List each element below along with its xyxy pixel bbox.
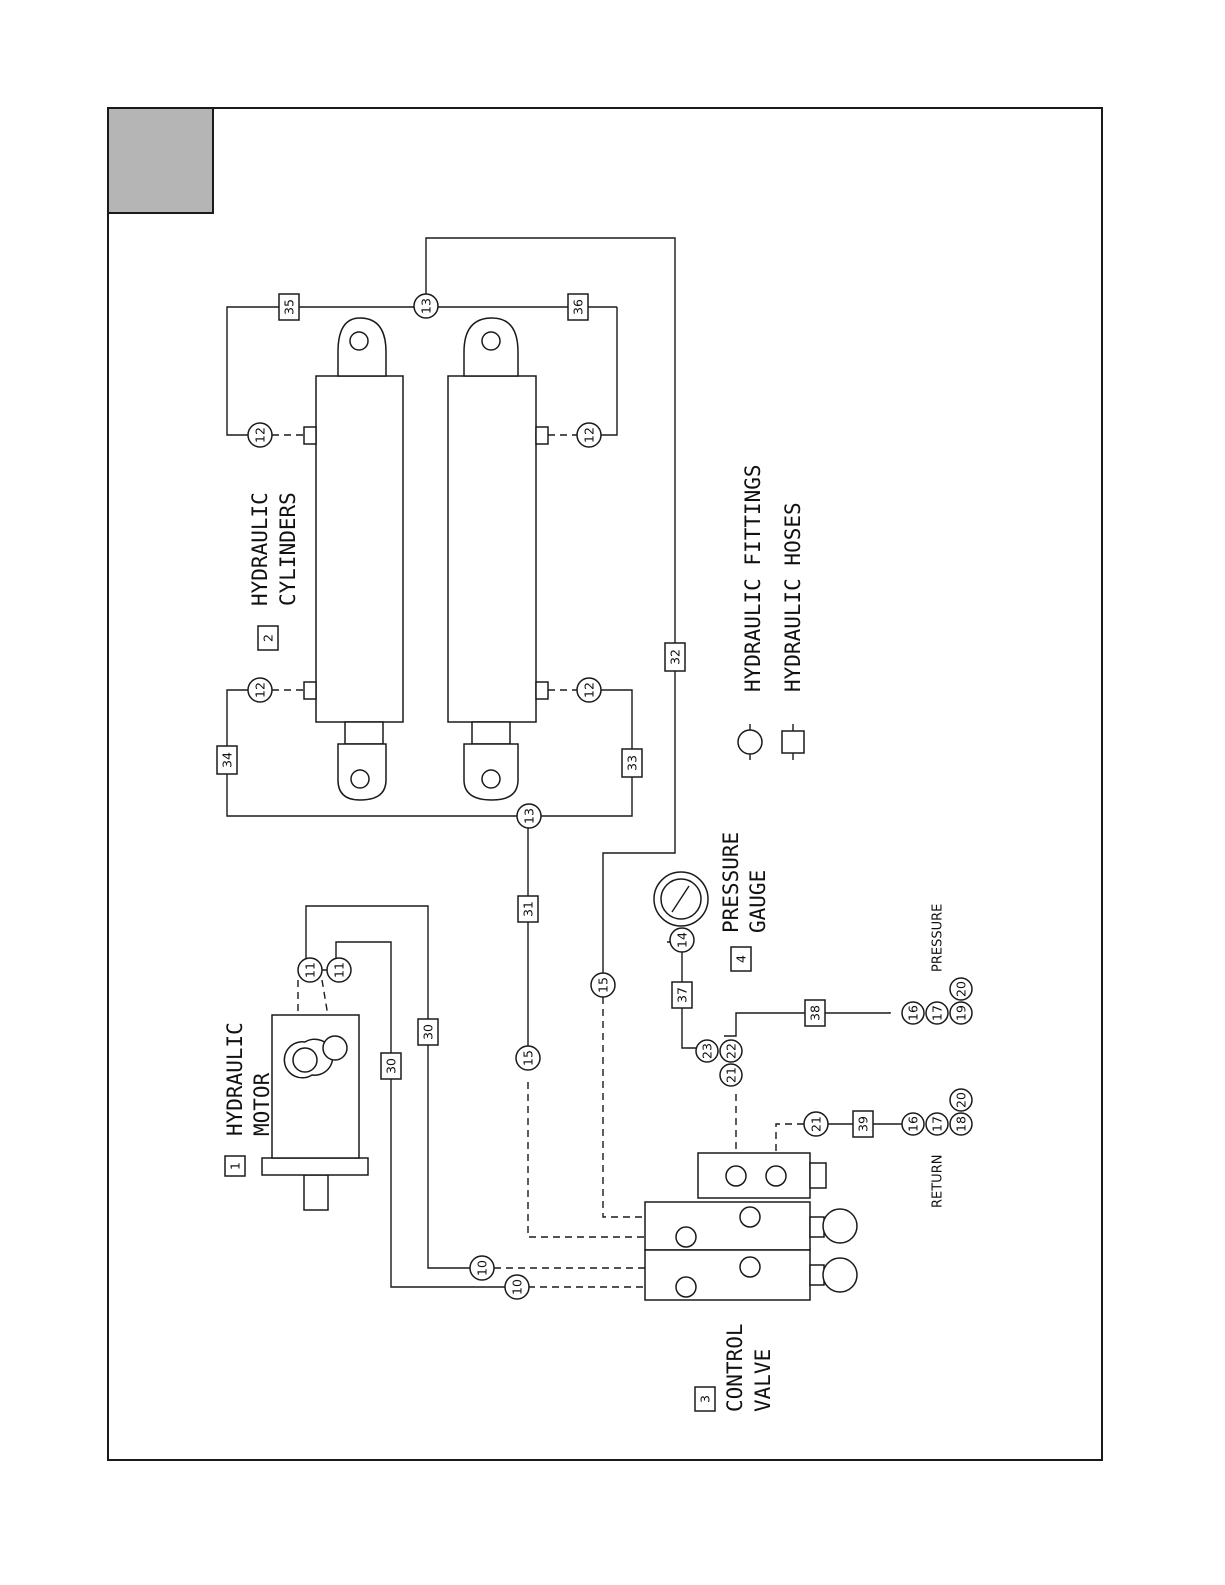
hose-36-label: 36 bbox=[571, 299, 586, 315]
gauge-number: 4 bbox=[734, 955, 749, 963]
fitting-17b: 17 bbox=[926, 1113, 948, 1135]
fitting-15a: 15 bbox=[591, 973, 615, 997]
fitting-12a-label: 12 bbox=[253, 427, 268, 443]
hose-31-label: 31 bbox=[521, 901, 536, 917]
return-label: RETURN bbox=[931, 1155, 946, 1208]
hydraulic-cylinder-1 bbox=[304, 318, 403, 800]
fitting-18-label: 18 bbox=[954, 1116, 969, 1132]
hose-35: 35 bbox=[279, 294, 299, 320]
fitting-21a: 21 bbox=[720, 1064, 742, 1086]
hose-31: 31 bbox=[518, 896, 538, 922]
fitting-21b-label: 21 bbox=[809, 1116, 824, 1132]
motor-label-line2: MOTOR bbox=[250, 1072, 274, 1136]
gauge-label-line1: PRESSURE bbox=[719, 832, 743, 933]
fitting-18: 18 bbox=[950, 1113, 972, 1135]
fitting-10a-label: 10 bbox=[475, 1260, 490, 1276]
fitting-20b: 20 bbox=[950, 1089, 972, 1111]
fitting-legend-icon bbox=[738, 730, 762, 754]
corner-tab bbox=[108, 108, 213, 213]
cylinders-number: 2 bbox=[261, 634, 276, 642]
cylinders-label-line1: HYDRAULIC bbox=[248, 492, 272, 606]
valve-label-line2: VALVE bbox=[751, 1349, 775, 1412]
valve-number: 3 bbox=[698, 1395, 713, 1403]
fitting-11b-label: 11 bbox=[332, 962, 347, 978]
fitting-22-label: 22 bbox=[724, 1043, 739, 1059]
fitting-23: 23 bbox=[696, 1040, 718, 1062]
fitting-12c: 12 bbox=[248, 678, 272, 702]
fitting-14-label: 14 bbox=[675, 932, 690, 948]
hose-30a: 30 bbox=[418, 1019, 438, 1045]
legend-symbols bbox=[738, 724, 804, 760]
hose-38-label: 38 bbox=[808, 1005, 823, 1021]
fitting-15b: 15 bbox=[516, 1046, 540, 1070]
fitting-19-label: 19 bbox=[954, 1005, 969, 1021]
page-frame bbox=[108, 108, 1102, 1460]
fitting-12a: 12 bbox=[248, 423, 272, 447]
fitting-14: 14 bbox=[670, 928, 694, 952]
fitting-10a: 10 bbox=[470, 1256, 494, 1280]
fitting-17a: 17 bbox=[926, 1002, 948, 1024]
fitting-16a-label: 16 bbox=[906, 1005, 921, 1021]
hose-39: 39 bbox=[853, 1111, 873, 1137]
hose-38: 38 bbox=[805, 1000, 825, 1026]
hose-30b-label: 30 bbox=[384, 1058, 399, 1074]
fitting-17a-label: 17 bbox=[930, 1005, 945, 1021]
fitting-10b-label: 10 bbox=[510, 1279, 525, 1295]
hose-legend-icon bbox=[782, 731, 804, 753]
fitting-20a-label: 20 bbox=[954, 981, 969, 997]
fitting-12b: 12 bbox=[577, 423, 601, 447]
fitting-20b-label: 20 bbox=[954, 1092, 969, 1108]
fitting-15a-label: 15 bbox=[596, 977, 611, 993]
motor-label-line1: HYDRAULIC bbox=[223, 1022, 247, 1136]
hose-37-label: 37 bbox=[675, 987, 690, 1003]
hose-30a-label: 30 bbox=[421, 1024, 436, 1040]
fitting-22: 22 bbox=[720, 1040, 742, 1062]
valve-label-line1: CONTROL bbox=[723, 1323, 747, 1412]
fitting-13a-label: 13 bbox=[419, 298, 434, 314]
fitting-16b-label: 16 bbox=[906, 1116, 921, 1132]
legend-hoses-label: HYDRAULIC HOSES bbox=[781, 502, 805, 692]
fitting-10b: 10 bbox=[505, 1275, 529, 1299]
fitting-23-label: 23 bbox=[700, 1043, 715, 1059]
hose-33-label: 33 bbox=[625, 755, 640, 771]
hose-34: 34 bbox=[217, 746, 237, 774]
hose-36: 36 bbox=[568, 294, 588, 320]
fitting-16b: 16 bbox=[902, 1113, 924, 1135]
fitting-21a-label: 21 bbox=[724, 1067, 739, 1083]
cylinders-label-line2: CYLINDERS bbox=[276, 492, 300, 606]
hose-32-label: 32 bbox=[668, 649, 683, 665]
fitting-13b: 13 bbox=[517, 804, 541, 828]
fitting-11b: 11 bbox=[327, 958, 351, 982]
control-valve bbox=[645, 1153, 857, 1300]
gauge-label-line2: GAUGE bbox=[746, 870, 770, 933]
fitting-11a: 11 bbox=[298, 958, 322, 982]
fitting-12b-label: 12 bbox=[582, 427, 597, 443]
fitting-16a: 16 bbox=[902, 1002, 924, 1024]
pressure-gauge bbox=[654, 872, 708, 926]
hose-33: 33 bbox=[622, 749, 642, 777]
fitting-13a: 13 bbox=[414, 294, 438, 318]
hose-37: 37 bbox=[672, 982, 692, 1008]
fitting-19: 19 bbox=[950, 1002, 972, 1024]
legend-fittings-label: HYDRAULIC FITTINGS bbox=[741, 464, 765, 692]
fitting-12d-label: 12 bbox=[582, 682, 597, 698]
fitting-12d: 12 bbox=[577, 678, 601, 702]
motor-number: 1 bbox=[228, 1162, 243, 1170]
hose-32: 32 bbox=[665, 643, 685, 671]
fitting-20a: 20 bbox=[950, 978, 972, 1000]
hydraulic-motor bbox=[262, 1015, 368, 1210]
pressure-label: PRESSURE bbox=[931, 904, 946, 972]
fitting-15b-label: 15 bbox=[521, 1050, 536, 1066]
fitting-13b-label: 13 bbox=[522, 808, 537, 824]
hose-30b: 30 bbox=[381, 1053, 401, 1079]
fitting-11a-label: 11 bbox=[303, 962, 318, 978]
hose-35-label: 35 bbox=[282, 299, 297, 315]
fitting-12c-label: 12 bbox=[253, 682, 268, 698]
hose-34-label: 34 bbox=[220, 752, 235, 768]
fitting-21b: 21 bbox=[804, 1112, 828, 1136]
hydraulic-cylinder-2 bbox=[448, 318, 548, 800]
fitting-17b-label: 17 bbox=[930, 1116, 945, 1132]
hose-39-label: 39 bbox=[856, 1116, 871, 1132]
